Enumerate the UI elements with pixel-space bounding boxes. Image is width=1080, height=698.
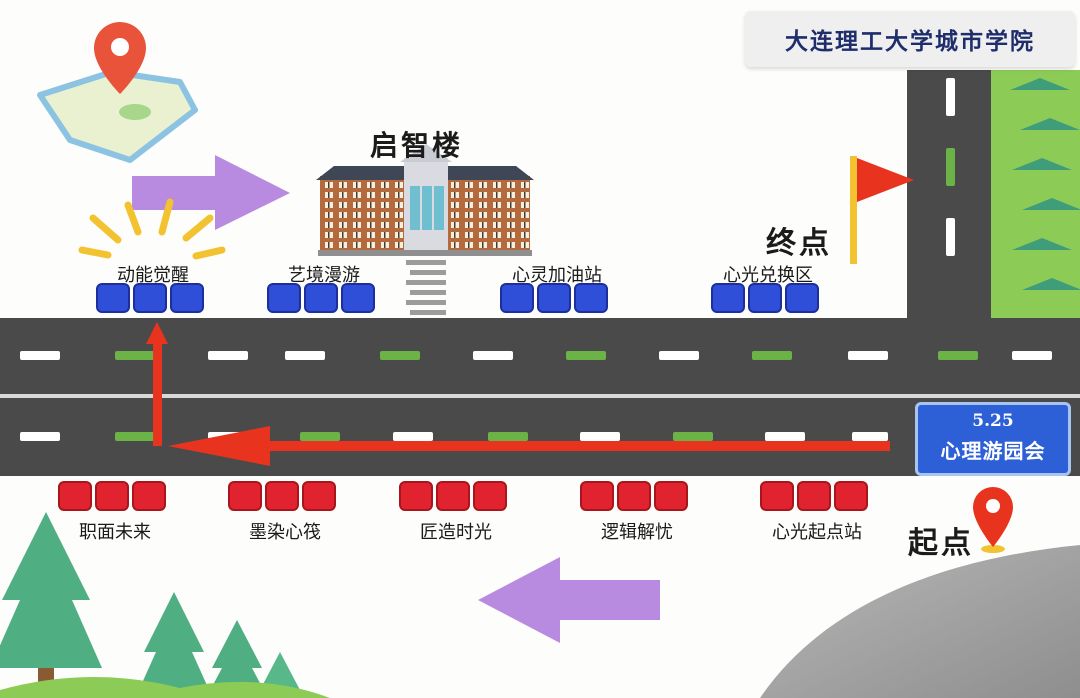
booth-group-bottom-5[interactable]	[760, 481, 868, 511]
booth-stall	[537, 283, 571, 313]
booth-stall	[267, 283, 301, 313]
booth-group-top-4[interactable]	[711, 283, 819, 313]
hill	[760, 545, 1080, 698]
school-name: 大连理工大学城市学院	[785, 28, 1035, 55]
start-label: 起点	[908, 526, 974, 561]
booth-label-bottom-1: 职面未来	[79, 522, 151, 543]
school-title-box: 大连理工大学城市学院	[745, 11, 1075, 67]
booth-stall	[797, 481, 831, 511]
event-date: 5.25	[972, 411, 1014, 431]
booth-stall	[399, 481, 433, 511]
booth-label-top-2: 艺境漫游	[288, 265, 360, 286]
booth-label-bottom-3: 匠造时光	[420, 522, 492, 543]
booth-stall	[304, 283, 338, 313]
booth-stall	[436, 481, 470, 511]
booth-stall	[132, 481, 166, 511]
booth-label-top-4: 心光兑换区	[723, 265, 813, 286]
lane-marks-upper	[20, 351, 1052, 360]
tree-icon	[1010, 78, 1080, 290]
booth-stall	[574, 283, 608, 313]
booth-stall	[95, 481, 129, 511]
booth-group-bottom-4[interactable]	[580, 481, 688, 511]
booth-stall	[580, 481, 614, 511]
booth-label-bottom-4: 逻辑解忧	[601, 522, 673, 543]
booth-label-bottom-2: 墨染心筏	[249, 522, 321, 543]
event-name: 心理游园会	[940, 439, 1046, 463]
booth-stall	[228, 481, 262, 511]
building-icon	[316, 144, 534, 315]
map-pin-icon	[37, 22, 198, 163]
building-name: 启智楼	[370, 129, 464, 162]
flag-icon	[850, 156, 914, 264]
booth-stall	[748, 283, 782, 313]
map-pin-icon	[973, 487, 1013, 553]
booth-group-top-1[interactable]	[96, 283, 204, 313]
booth-stall	[133, 283, 167, 313]
booth-label-bottom-5: 心光起点站	[772, 522, 862, 543]
booth-group-bottom-2[interactable]	[228, 481, 336, 511]
booth-stall	[760, 481, 794, 511]
vertical-lane-marks	[946, 78, 955, 256]
burst-icon	[78, 198, 226, 260]
booth-stall	[473, 481, 507, 511]
booth-stall	[96, 283, 130, 313]
direction-arrow-icon	[132, 155, 660, 643]
booth-stall	[302, 481, 336, 511]
road-lower	[0, 398, 1080, 476]
booth-stall	[617, 481, 651, 511]
booth-stall	[170, 283, 204, 313]
booth-group-top-2[interactable]	[267, 283, 375, 313]
road-divider	[0, 394, 1080, 398]
booth-stall	[341, 283, 375, 313]
booth-stall	[654, 481, 688, 511]
tree-icon	[0, 512, 330, 698]
booth-stall	[265, 481, 299, 511]
booth-label-top-1: 动能觉醒	[117, 265, 189, 286]
booth-stall	[58, 481, 92, 511]
booth-stall	[785, 283, 819, 313]
booth-stall	[711, 283, 745, 313]
booth-group-top-3[interactable]	[500, 283, 608, 313]
booth-stall	[500, 283, 534, 313]
route-arrow	[146, 322, 890, 466]
booth-label-top-3: 心灵加油站	[512, 265, 602, 286]
road-upper	[0, 318, 1080, 394]
green-verge	[991, 70, 1080, 320]
booth-group-bottom-3[interactable]	[399, 481, 507, 511]
booth-group-bottom-1[interactable]	[58, 481, 166, 511]
booth-stall	[834, 481, 868, 511]
end-label: 终点	[766, 226, 832, 261]
event-sign: 5.25 心理游园会	[915, 402, 1071, 476]
